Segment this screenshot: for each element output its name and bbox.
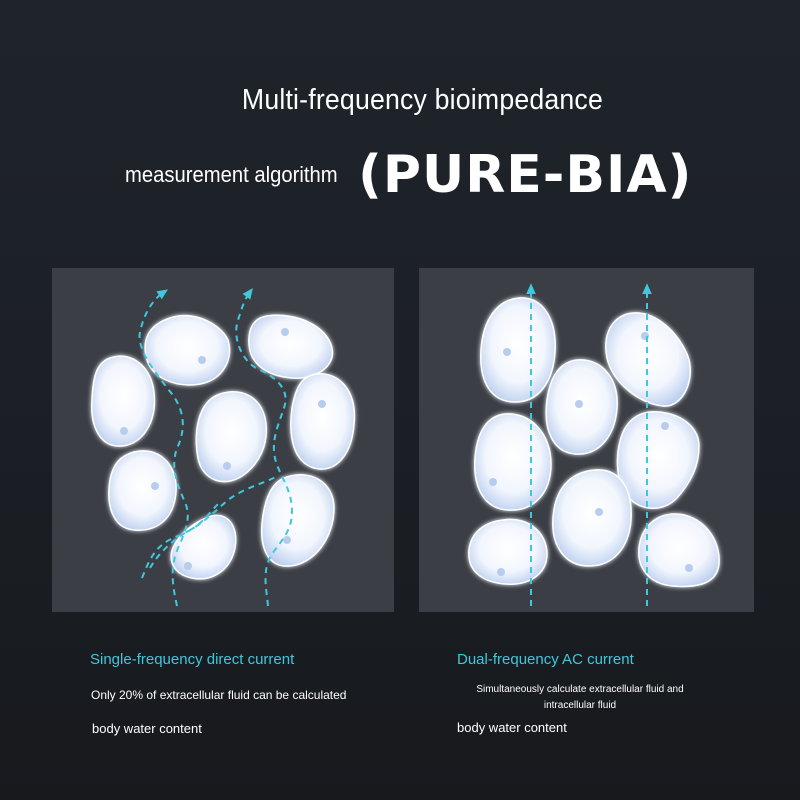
single-frequency-illustration [91,288,356,607]
right-caption-desc-line2: intracellular fluid [543,700,617,711]
right-caption-desc: Simultaneously calculate extracellular f… [440,682,720,714]
cell [290,373,356,470]
current-path [141,475,279,579]
cell-nucleus [281,328,289,336]
current-paths [138,288,294,607]
cell [91,355,156,447]
right-caption-title: Dual-frequency AC current [457,651,634,668]
current-lines [526,283,652,606]
title-line-2-small: measurement algorithm [125,162,338,187]
cell-nucleus [595,508,603,516]
cell [260,474,335,567]
cell [248,314,334,379]
current-path [149,503,219,569]
right-caption-sub: body water content [457,720,567,735]
cell-group [468,297,720,588]
left-caption-title: Single-frequency direct current [90,651,295,668]
cell-nucleus [184,562,192,570]
cell [605,312,692,407]
title-line-1: Multi-frequency bioimpedance [241,84,603,116]
cell-nucleus [661,422,669,430]
right-caption-desc-line1: Simultaneously calculate extracellular f… [476,684,684,695]
cell-nucleus [318,400,326,408]
cell [108,450,177,531]
cell-group [91,314,356,580]
cell [474,413,552,511]
cell-nucleus [120,427,128,435]
left-caption-sub: body water content [92,721,202,736]
left-caption-desc: Only 20% of extracellular fluid can be c… [91,688,347,702]
cell-nucleus [685,564,693,572]
cell [480,297,556,403]
dual-frequency-illustration [468,283,720,606]
cell [616,411,700,509]
cell-nucleus [575,400,583,408]
title-line-2: measurement algorithm (PURE-BIA) [125,140,692,210]
cell [552,469,632,567]
cell [638,513,720,588]
title-line-2-big: (PURE-BIA) [358,145,693,205]
cell-nucleus [223,462,231,470]
nucleus-group [489,332,693,576]
current-path [235,288,294,607]
nucleus-group [120,328,326,570]
cell-nucleus [198,356,206,364]
cell-nucleus [497,568,505,576]
cell-nucleus [489,478,497,486]
cell [144,314,231,386]
cell-nucleus [503,348,511,356]
cell-nucleus [151,482,159,490]
cell [170,514,237,580]
cell [545,359,618,455]
cell [195,391,268,483]
single-frequency-diagram [52,268,394,612]
cell-nucleus [283,536,291,544]
cell [468,518,548,585]
current-path [138,289,189,607]
dual-frequency-diagram [419,268,754,612]
